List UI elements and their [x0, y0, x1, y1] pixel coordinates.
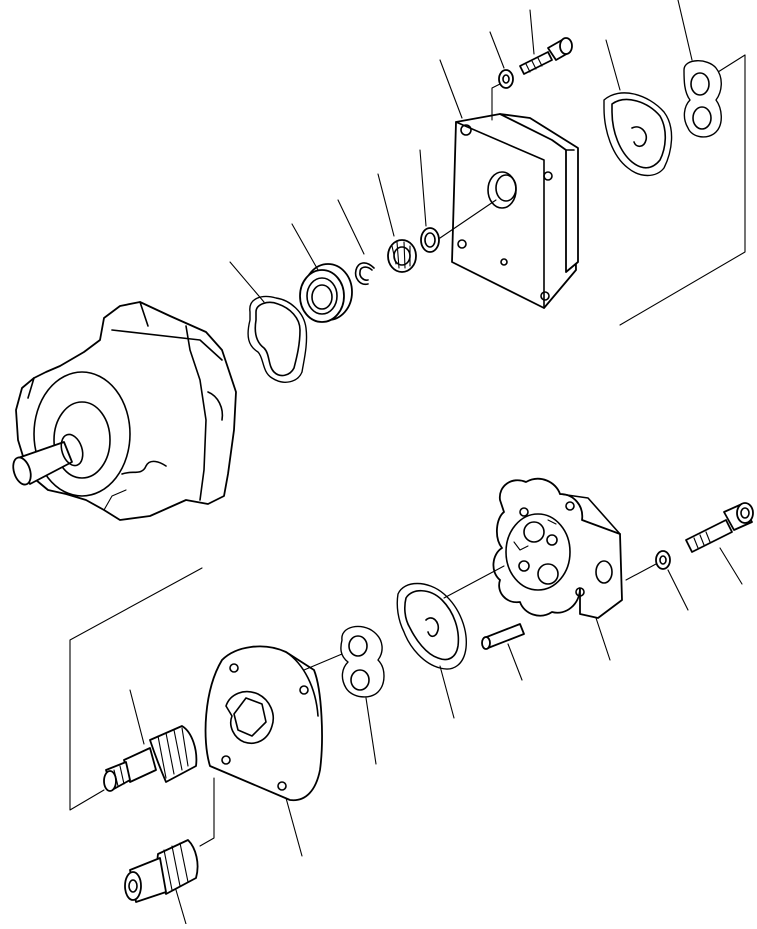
washer [421, 228, 439, 252]
gasket-upper [604, 93, 672, 176]
bolt [520, 38, 572, 74]
needle-bearing [388, 240, 416, 272]
main-pump-housing [10, 302, 236, 520]
drive-gear [104, 726, 196, 791]
dowel-pin [482, 624, 524, 649]
o-ring [248, 297, 306, 383]
gasket-lower [397, 584, 466, 670]
callout-leaders-upper [230, 0, 692, 302]
lower-group-bracket [70, 568, 202, 810]
callout-leaders-lower [130, 548, 742, 924]
alignment-lines-lower [200, 564, 656, 846]
small-washer [499, 70, 513, 88]
pump-body [493, 479, 622, 618]
cover-plate [452, 114, 578, 308]
bolt-lower [686, 503, 753, 552]
bearing [300, 264, 352, 322]
snap-ring [356, 263, 374, 284]
washer-lower [656, 551, 670, 569]
seal-plate-upper [684, 61, 721, 137]
alignment-lines-upper [440, 84, 500, 238]
upper-group-bracket [620, 55, 745, 325]
gear-case [206, 646, 322, 800]
seal-plate-lower [341, 626, 384, 696]
driven-gear [125, 840, 198, 902]
